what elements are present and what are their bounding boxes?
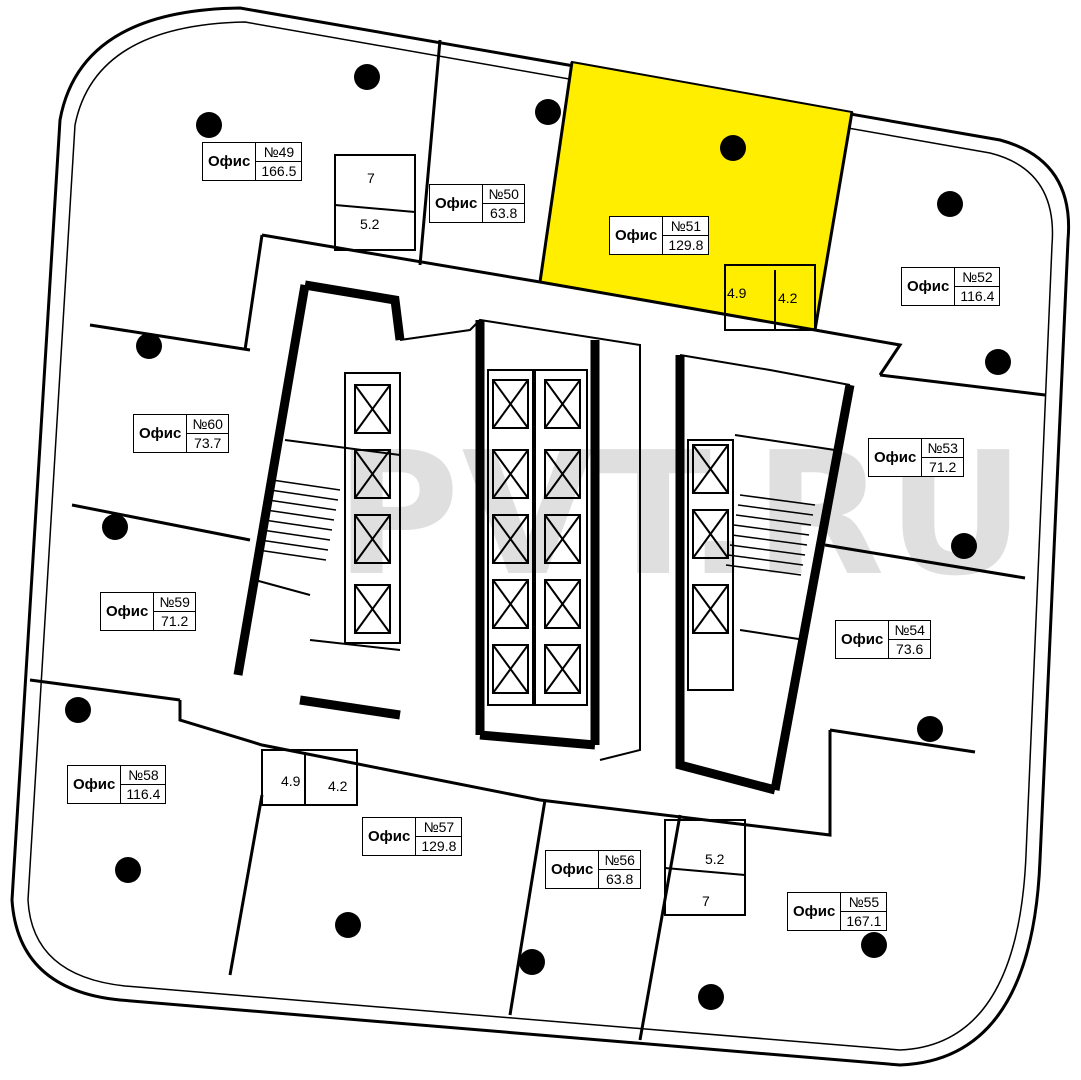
core-walls (233, 280, 855, 795)
restrooms (261, 154, 816, 916)
elevators (354, 379, 729, 694)
office-area: 116.4 (126, 786, 161, 802)
columns (65, 64, 1011, 1010)
room-area: 5.2 (705, 851, 725, 867)
office-kind: Офис (788, 893, 842, 930)
office-kind: Офис (869, 439, 923, 476)
office-area: 116.4 (960, 288, 995, 304)
office-number: №53 (922, 439, 963, 458)
office-number: №58 (121, 766, 166, 785)
office-kind: Офис (203, 143, 257, 180)
room-area: 4.2 (778, 290, 798, 306)
office-area: 167.1 (846, 913, 882, 929)
building-shell (10, 6, 1071, 1067)
office-area: 71.2 (161, 613, 189, 629)
office-kind: Офис (101, 593, 155, 630)
office-area: 166.5 (261, 163, 297, 179)
office-area: 129.8 (668, 237, 704, 253)
office-kind: Офис (836, 621, 890, 658)
office-number: №54 (889, 621, 930, 640)
office-area: 71.2 (929, 459, 957, 475)
office-kind: Офис (68, 766, 122, 803)
room-area: 4.2 (328, 778, 348, 794)
office-kind: Офис (134, 415, 188, 452)
room-area: 4.9 (727, 285, 747, 301)
room-area: 7 (367, 170, 375, 186)
office-number: №55 (841, 893, 887, 912)
office-area: 129.8 (421, 838, 457, 854)
office-area: 73.6 (896, 641, 924, 657)
office-area: 73.7 (194, 435, 222, 451)
office-kind: Офис (902, 268, 956, 305)
office-number: №59 (154, 593, 195, 612)
stairs (257, 479, 816, 576)
office-number: №52 (955, 268, 1000, 287)
office-number: №57 (416, 818, 462, 837)
office-kind: Офис (546, 851, 600, 888)
room-area: 5.2 (360, 216, 380, 232)
office-number: №49 (256, 143, 302, 162)
office-number: №60 (187, 415, 228, 434)
office-kind: Офис (363, 818, 417, 855)
office-kind: Офис (610, 217, 664, 254)
room-area: 7 (702, 893, 710, 909)
core-inner-walls (254, 318, 851, 761)
office-kind: Офис (430, 185, 484, 222)
partition-walls (29, 39, 1046, 1041)
office-number: №51 (663, 217, 709, 236)
office-number: №50 (483, 185, 524, 204)
room-area: 4.9 (281, 773, 301, 789)
office-area: 63.8 (490, 205, 518, 221)
office-number: №56 (599, 851, 640, 870)
office-area: 63.8 (606, 871, 634, 887)
